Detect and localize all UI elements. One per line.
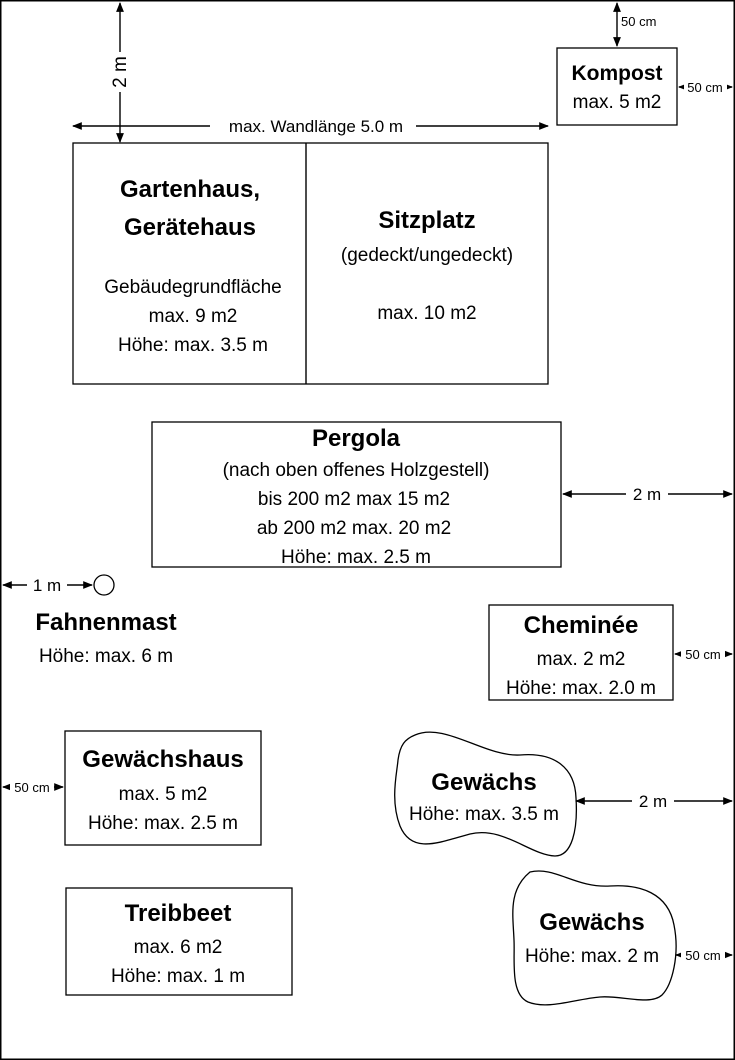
treibbeet-area: max. 6 m2 (134, 937, 223, 958)
wall-length-label-bg (210, 114, 416, 138)
gewaechshaus-box (64, 730, 262, 846)
gartenhaus-height: Höhe: max. 3.5 m (118, 335, 268, 356)
kompost-side-label-bg (684, 79, 727, 95)
wall-length-label: max. Wandlänge 5.0 m (229, 117, 403, 136)
cheminee-height: Höhe: max. 2.0 m (506, 678, 656, 699)
gewaechs-2-height: Höhe: max. 2 m (525, 946, 659, 967)
gewaechshaus-side-label: 50 cm (14, 780, 49, 795)
cheminee-title: Cheminée (524, 612, 639, 639)
gewaechs-1-title: Gewächs (431, 769, 536, 796)
pergola-side-label: 2 m (633, 485, 661, 504)
gewaechs-1-height: Höhe: max. 3.5 m (409, 804, 559, 825)
gartenhaus-title-1: Gartenhaus, (120, 176, 260, 203)
kompost-box (556, 47, 678, 126)
gewaechs-1-side-label-bg (632, 791, 674, 811)
fahnenmast-title: Fahnenmast (35, 609, 176, 636)
gewaechs-2-shape (512, 870, 677, 1006)
cheminee-area: max. 2 m2 (537, 649, 626, 670)
pergola-note: (nach oben offenes Holzgestell) (223, 460, 490, 481)
gewaechshaus-area: max. 5 m2 (119, 784, 208, 805)
gartenhaus-area-label: Gebäudegrundfläche (104, 277, 281, 298)
cheminee-side-label-bg (681, 646, 725, 662)
kompost-top-label: 50 cm (621, 14, 656, 29)
flag-side-label: 1 m (33, 576, 61, 595)
flagpole-icon (93, 574, 115, 596)
pergola-height: Höhe: max. 2.5 m (281, 547, 431, 568)
pergola-side-label-bg (626, 484, 668, 504)
gewaechs-2-side-label: 50 cm (685, 948, 720, 963)
cheminee-box (488, 604, 674, 701)
treibbeet-height: Höhe: max. 1 m (111, 966, 245, 987)
kompost-side-label: 50 cm (687, 80, 722, 95)
gartenhaus-title-2: Gerätehaus (124, 214, 256, 241)
sitzplatz-area: max. 10 m2 (377, 303, 476, 324)
sitzplatz-note: (gedeckt/ungedeckt) (341, 245, 513, 266)
treibbeet-box (65, 887, 293, 996)
pergola-rule-2: ab 200 m2 max. 20 m2 (257, 518, 451, 539)
treibbeet-title: Treibbeet (125, 900, 232, 927)
gewaechs-1-shape (394, 731, 578, 857)
gewaechs-2-title: Gewächs (539, 909, 644, 936)
gewaechs-2-side-label-bg (681, 947, 725, 963)
cheminee-side-label: 50 cm (685, 647, 720, 662)
pergola-rule-1: bis 200 m2 max 15 m2 (258, 489, 450, 510)
gewaechshaus-height: Höhe: max. 2.5 m (88, 813, 238, 834)
gewaechshaus-side-label-bg (10, 779, 54, 795)
kompost-title: Kompost (572, 62, 663, 85)
sitzplatz-title: Sitzplatz (378, 207, 475, 234)
gartenhaus-area: max. 9 m2 (149, 306, 238, 327)
top-margin-label: 2 m (110, 56, 131, 88)
gartenhaus-sitzplatz-box (72, 142, 549, 385)
gewaechshaus-title: Gewächshaus (82, 746, 243, 773)
gewaechs-1-side-label: 2 m (639, 792, 667, 811)
pergola-title: Pergola (312, 425, 401, 452)
fahnenmast-height: Höhe: max. 6 m (39, 646, 173, 667)
flag-side-label-bg (27, 575, 67, 595)
top-margin-label-bg (110, 52, 130, 92)
pergola-box (151, 421, 562, 568)
kompost-area: max. 5 m2 (573, 92, 662, 113)
